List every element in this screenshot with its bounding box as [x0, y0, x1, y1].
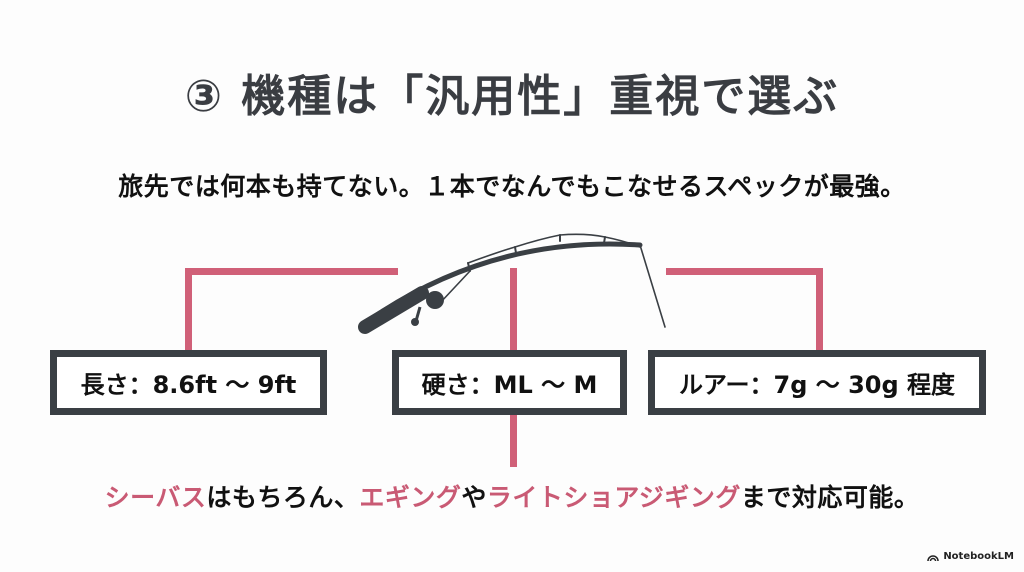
- connector-right-vertical: [816, 268, 823, 352]
- notebooklm-logo-icon: [927, 555, 940, 561]
- bottom-text-1: はもちろん、: [206, 483, 360, 512]
- connector-left-horizontal: [185, 268, 398, 275]
- brand-watermark: NotebookLM: [927, 551, 1014, 562]
- connector-center-top: [510, 268, 517, 352]
- spec-box-hardness: 硬さ：ML 〜 M: [392, 350, 627, 415]
- subtitle: 旅先では何本も持てない。１本でなんでもこなせるスペックが最強。: [118, 172, 906, 201]
- highlight-light-shore-jigging: ライトショアジギング: [486, 483, 741, 512]
- spec-box-lure: ルアー：7g 〜 30g 程度: [648, 350, 986, 415]
- fishing-rod-icon: [358, 233, 666, 334]
- brand-label: NotebookLM: [943, 551, 1014, 562]
- page-title: ③ 機種は「汎用性」重視で選ぶ: [184, 71, 840, 122]
- spec-length-label: 長さ：8.6ft 〜 9ft: [80, 371, 297, 399]
- connector-left-vertical: [185, 268, 192, 352]
- connector-center-bottom: [510, 413, 517, 467]
- spec-box-length: 長さ：8.6ft 〜 9ft: [50, 350, 327, 415]
- highlight-eging: エギング: [359, 483, 462, 512]
- highlight-seabass: シーバス: [104, 483, 207, 512]
- spec-hardness-label: 硬さ：ML 〜 M: [421, 371, 598, 399]
- spec-lure-label: ルアー：7g 〜 30g 程度: [678, 371, 956, 399]
- bottom-message: シーバスはもちろん、エギングやライトショアジギングまで対応可能。: [0, 478, 1024, 514]
- connector-right-horizontal: [666, 268, 823, 275]
- bottom-text-2: や: [461, 483, 487, 512]
- bottom-text-3: まで対応可能。: [740, 483, 920, 512]
